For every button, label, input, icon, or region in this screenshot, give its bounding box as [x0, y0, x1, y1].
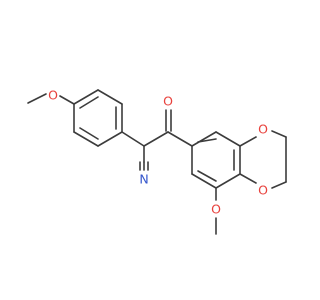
atom-n-nitrile: N — [139, 172, 148, 187]
atom-o-carbonyl: O — [163, 94, 173, 109]
methoxyphenyl-ring — [73, 89, 123, 147]
dioxane-ring — [239, 130, 287, 189]
benzodioxane-aromatic-ring — [191, 131, 241, 189]
molecule-drawing: O O N O O O — [27, 88, 287, 235]
structure-canvas: O O N O O O — [27, 88, 287, 235]
central-carbon-bonds — [121, 131, 169, 147]
atom-o-methoxy-left: O — [48, 88, 58, 103]
atom-labels: O O N O O O — [47, 88, 270, 217]
atom-o-methoxy-bottom: O — [211, 202, 221, 217]
nitrile-bonds — [139, 145, 149, 171]
atom-o-dioxane-top: O — [258, 122, 268, 137]
carbonyl-bonds — [165, 109, 193, 147]
methoxy-left-bonds — [27, 93, 75, 105]
atom-o-dioxane-bottom: O — [258, 183, 268, 198]
